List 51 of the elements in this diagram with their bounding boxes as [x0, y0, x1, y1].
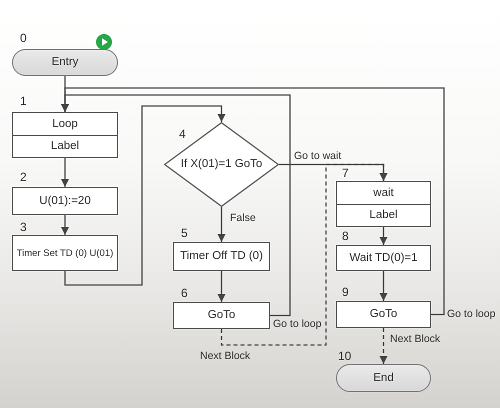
step-number: 0 [20, 31, 27, 45]
node-text: U(01):=20 [39, 194, 91, 208]
dashed-arrow [380, 328, 388, 364]
arrow [64, 105, 226, 286]
step-number: 6 [181, 286, 188, 300]
step-number: 4 [179, 127, 186, 141]
step-number: 9 [342, 285, 349, 299]
node-text: If X(01)=1 GoTo [180, 158, 262, 171]
step-number: 3 [20, 220, 27, 234]
step-number: 7 [342, 166, 349, 180]
arrow [218, 271, 226, 302]
node-text: GoTo [370, 308, 398, 321]
node-text: Timer Off TD (0) [180, 250, 263, 263]
process-box [336, 301, 431, 328]
node-text: Entry [52, 56, 78, 69]
arrow [218, 207, 226, 242]
step-number: 10 [338, 349, 352, 363]
node-text: Label [50, 140, 80, 152]
arrow [61, 215, 69, 235]
step-number: 5 [181, 226, 188, 240]
process-box [173, 302, 270, 329]
node-text: End [373, 372, 394, 384]
process-box [12, 112, 118, 158]
edge-label: Go to loop [447, 308, 496, 321]
arrow [380, 227, 388, 245]
process-box [12, 235, 118, 271]
node-text: Timer Set TD (0) U(01) [16, 246, 114, 260]
node-text: GoTo [208, 309, 236, 322]
arrow [380, 271, 388, 301]
step-number: 8 [342, 229, 349, 243]
edge-label: Go to wait [294, 150, 342, 163]
process-box [336, 245, 431, 271]
decision-diamond [164, 122, 279, 207]
node-text: Label [369, 208, 398, 222]
arrow [61, 158, 69, 187]
process-box [173, 242, 270, 271]
node-text: Loop [52, 118, 78, 130]
terminal-box [336, 364, 431, 392]
edge-label: False [230, 212, 256, 225]
node-text: wait [373, 186, 394, 200]
node-text: Wait TD(0)=1 [349, 252, 418, 264]
edge-label: Next Block [390, 333, 440, 346]
step-number: 2 [20, 170, 27, 184]
edge-label: Next Block [200, 350, 250, 363]
arrow [61, 87, 445, 316]
terminal-box [12, 49, 118, 76]
step-number: 1 [20, 94, 27, 108]
arrow [279, 164, 388, 181]
edge-label: Go to loop [273, 318, 322, 331]
process-box [12, 187, 118, 215]
process-box [336, 181, 431, 227]
